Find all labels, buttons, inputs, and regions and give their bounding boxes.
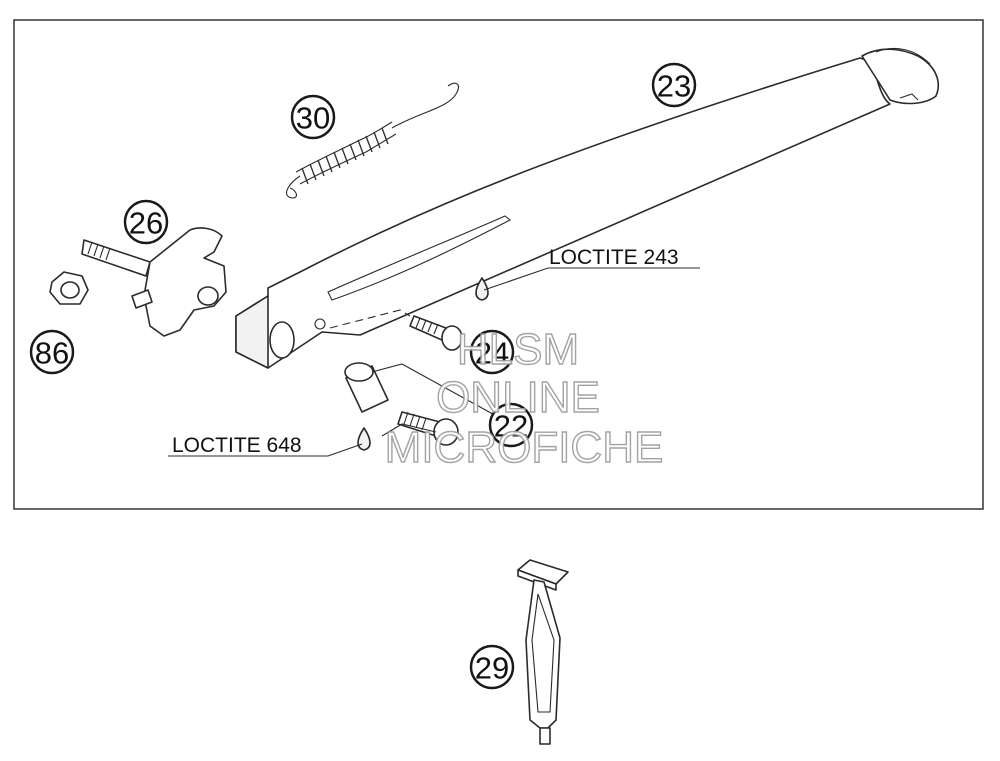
watermark-line3: MICROFICHE [385,423,664,472]
leader-lines [168,267,700,457]
diagram-frame [13,19,984,510]
callout-22: 22 [488,402,534,448]
callout-label: 86 [35,336,69,371]
loctite-648-note: LOCTITE 648 [172,434,302,457]
callout-label: 26 [129,206,163,241]
special-tool [517,559,569,745]
loctite-drop-icon [475,277,489,301]
watermark-line2: ONLINE [436,373,600,422]
callout-label: 30 [296,101,330,136]
callout-30: 30 [290,94,336,140]
side-stand-leg [235,47,940,369]
screw [409,315,463,351]
assembly-line [329,309,411,329]
callout-24: 24 [469,329,515,375]
callout-label: 29 [475,651,509,686]
nut [49,271,89,305]
watermark-line1: HLSM [457,325,579,374]
callout-label: 22 [494,409,528,444]
bushing [344,362,389,413]
callout-label: 24 [475,336,509,371]
loctite-243-note: LOCTITE 243 [549,246,679,269]
callout-29: 29 [469,644,515,690]
callout-label: 23 [657,69,691,104]
spring [286,82,459,199]
callout-26: 26 [123,199,169,245]
callout-23: 23 [651,62,697,108]
loctite-drop-icon [357,427,371,451]
callout-86: 86 [29,329,75,375]
pivot-bolt [81,227,227,337]
watermark: HLSM ONLINE MICROFICHE [384,324,664,472]
